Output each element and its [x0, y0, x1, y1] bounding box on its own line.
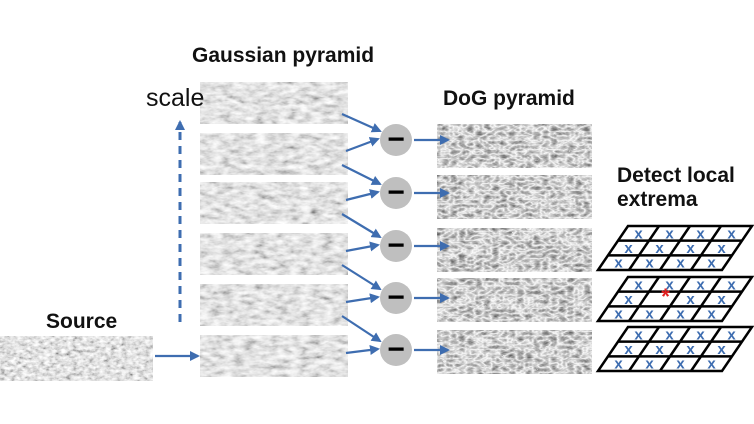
gaussian-to-subtract-arrow-lower-5: [345, 345, 380, 355]
gaussian-to-subtract-arrow-4: [341, 264, 382, 291]
neighbor-marker: x: [634, 225, 643, 242]
subtract-operator-3: −: [380, 229, 412, 262]
grid-line: [658, 225, 692, 271]
neighbor-marker: x: [614, 255, 623, 272]
subtract-circle: [380, 282, 412, 314]
neighbor-marker: x: [665, 276, 674, 293]
neighbor-marker: x: [696, 225, 705, 242]
neighbor-marker: x: [634, 276, 643, 293]
dog-level-4: [437, 278, 592, 322]
neighbor-marker: x: [717, 341, 726, 358]
neighbor-marker: x: [686, 291, 695, 308]
gaussian-to-subtract-arrow-5: [341, 315, 382, 343]
neighbor-marker: x: [676, 356, 685, 373]
subtract-operator-1: −: [380, 123, 412, 156]
neighbor-marker: x: [717, 240, 726, 257]
neighbor-marker: x: [665, 225, 674, 242]
neighbor-marker: x: [645, 306, 654, 323]
neighbor-marker: x: [717, 291, 726, 308]
gaussian-level-2: [200, 133, 348, 175]
gaussian-to-subtract-arrow-2: [341, 164, 382, 185]
grid-line: [627, 225, 661, 271]
source-image: [0, 336, 153, 381]
minus-symbol: −: [387, 333, 405, 366]
neighbor-marker: x: [707, 255, 716, 272]
gaussian-level-5: [200, 284, 348, 326]
gaussian-to-subtract-arrow-3: [341, 213, 382, 239]
gaussian-to-subtract-arrow-lower-3: [345, 241, 380, 253]
detect-extrema-title-line1: Detect local: [617, 164, 735, 187]
neighbor-marker: x: [676, 255, 685, 272]
subtract-operator-4: −: [380, 281, 412, 314]
neighbor-marker: x: [686, 240, 695, 257]
gaussian-level-6: [200, 335, 348, 377]
neighbor-marker: x: [665, 326, 674, 343]
neighbor-marker: x: [727, 276, 736, 293]
dog-level-5: [437, 330, 592, 374]
neighbor-marker: x: [676, 306, 685, 323]
grid-line: [627, 326, 661, 372]
subtract-circle: [380, 124, 412, 156]
neighbor-marker: x: [727, 225, 736, 242]
neighbor-marker: x: [634, 326, 643, 343]
grid-line: [689, 326, 723, 372]
extremum-marker: *: [661, 284, 670, 309]
gaussian-to-subtract-arrow-lower-1: [345, 137, 380, 153]
neighbor-marker: x: [696, 326, 705, 343]
dog-level-1: [437, 124, 592, 168]
neighbor-marker: x: [614, 356, 623, 373]
grid-line: [689, 225, 723, 271]
source-label: Source: [46, 310, 118, 333]
gaussian-to-subtract-arrow-lower-4: [345, 293, 380, 304]
neighbor-marker: x: [645, 356, 654, 373]
gaussian-level-1: [200, 82, 348, 124]
gaussian-to-subtract-arrow-lower-2: [345, 189, 380, 202]
neighbor-marker: x: [624, 240, 633, 257]
grid-line: [627, 276, 661, 322]
subtract-circle: [380, 334, 412, 366]
minus-symbol: −: [387, 281, 405, 314]
neighbor-marker: x: [707, 356, 716, 373]
detect-extrema-title-line2: extrema: [617, 188, 698, 211]
subtract-operator-5: −: [380, 333, 412, 366]
neighbor-marker: x: [655, 240, 664, 257]
dog-pyramid-title: DoG pyramid: [443, 87, 575, 110]
neighbor-marker: x: [696, 276, 705, 293]
neighbor-marker: x: [655, 341, 664, 358]
subtract-operator-2: −: [380, 176, 412, 209]
neighbor-marker: x: [645, 255, 654, 272]
minus-symbol: −: [387, 176, 405, 209]
gaussian-level-3: [200, 182, 348, 224]
grid-line: [689, 276, 723, 322]
minus-symbol: −: [387, 123, 405, 156]
gaussian-pyramid-title: Gaussian pyramid: [192, 44, 375, 67]
neighbor-marker: x: [686, 341, 695, 358]
neighbor-marker: x: [614, 306, 623, 323]
minus-symbol: −: [387, 229, 405, 262]
subtract-circle: [380, 230, 412, 262]
neighbor-marker: x: [707, 306, 716, 323]
gaussian-level-4: [200, 233, 348, 275]
neighbor-marker: x: [727, 326, 736, 343]
subtract-circle: [380, 177, 412, 209]
neighbor-marker: x: [624, 341, 633, 358]
dog-level-3: [437, 228, 592, 272]
scale-label: scale: [146, 84, 205, 112]
grid-line: [658, 276, 692, 322]
gaussian-to-subtract-arrow-1: [341, 112, 382, 133]
neighbor-marker: x: [624, 291, 633, 308]
dog-level-2: [437, 175, 592, 219]
grid-line: [658, 326, 692, 372]
